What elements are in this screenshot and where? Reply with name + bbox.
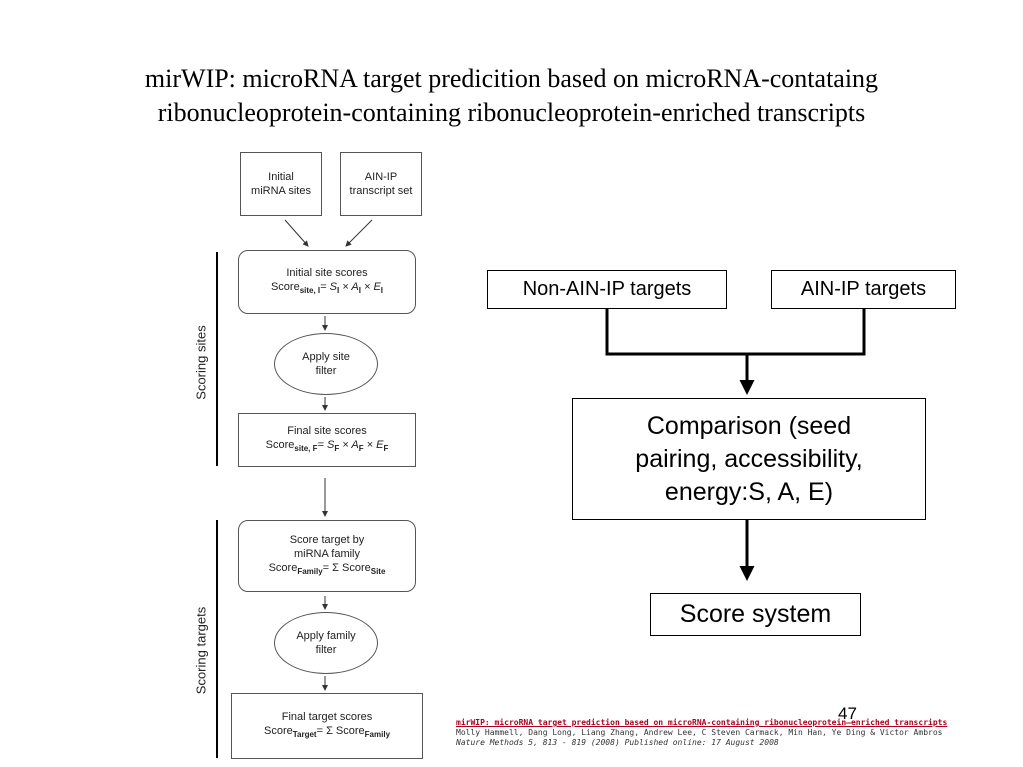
apply-family-filter-ellipse: Apply family filter [274, 612, 378, 674]
connector-ain [747, 308, 866, 356]
arrow-initial-to-scores [284, 219, 309, 247]
citation-journal: Nature Methods 5, 813 - 819 (2008) Publi… [456, 738, 779, 747]
non-ain-ip-targets-text: Non-AIN-IP targets [522, 278, 692, 300]
non-ain-ip-targets-box: Non-AIN-IP targets [487, 270, 727, 309]
apply-family-filter-text: Apply family filter [296, 630, 356, 656]
final-site-scores-box: Final site scores Scoresite, F= SF × AF … [238, 413, 416, 467]
initial-mirna-sites-text: Initial miRNA sites [251, 171, 311, 197]
score-target-by-family-box: Score target by miRNA family ScoreFamily… [238, 520, 416, 592]
family-formula: ScoreFamily= Σ ScoreSite [268, 561, 386, 577]
scoring-targets-label: Scoring targets [193, 606, 209, 695]
score-target-label-1: Score target by [289, 533, 365, 546]
scoring-sites-label: Scoring sites [193, 325, 209, 400]
score-target-label-2: miRNA family [293, 547, 360, 560]
apply-site-filter-ellipse: Apply site filter [274, 333, 378, 395]
score-system-box: Score system [650, 593, 861, 636]
slide-title: mirWIP: microRNA target predicition base… [0, 62, 1023, 130]
ain-ip-targets-text: AIN-IP targets [800, 278, 927, 300]
comparison-box: Comparison (seed pairing, accessibility,… [572, 398, 926, 520]
citation-authors: Molly Hammell, Dang Long, Liang Zhang, A… [456, 728, 943, 737]
citation-title[interactable]: mirWIP: microRNA target prediction based… [456, 718, 948, 727]
score-system-text: Score system [679, 600, 832, 628]
initial-site-scores-formula: Scoresite, I= SI × AI × EI [270, 280, 384, 296]
target-formula: ScoreTarget= Σ ScoreFamily [263, 724, 391, 740]
ain-ip-transcript-set-box: AIN-IP transcript set [340, 152, 422, 216]
initial-site-scores-label: Initial site scores [286, 266, 368, 279]
final-site-scores-label: Final site scores [287, 424, 367, 437]
comparison-text: Comparison (seed pairing, accessibility,… [635, 411, 863, 506]
ain-ip-targets-box: AIN-IP targets [771, 270, 956, 309]
initial-site-scores-box: Initial site scores Scoresite, I= SI × A… [238, 250, 416, 314]
page-number: 47 [838, 704, 857, 723]
title-line-1: mirWIP: microRNA target predicition base… [144, 64, 879, 93]
final-target-scores-box: Final target scores ScoreTarget= Σ Score… [231, 693, 423, 759]
arrow-ainip-to-scores [345, 219, 373, 247]
apply-site-filter-text: Apply site filter [302, 351, 350, 377]
final-target-scores-label: Final target scores [281, 710, 373, 723]
initial-mirna-sites-box: Initial miRNA sites [240, 152, 322, 216]
title-line-2: ribonucleoprotein-containing ribonucleop… [157, 98, 866, 127]
ain-ip-transcript-set-text: AIN-IP transcript set [349, 171, 413, 197]
connector-non-ain [605, 308, 747, 356]
final-site-scores-formula: Scoresite, F= SF × AF × EF [265, 438, 389, 454]
citation: mirWIP: microRNA target prediction based… [456, 718, 947, 748]
